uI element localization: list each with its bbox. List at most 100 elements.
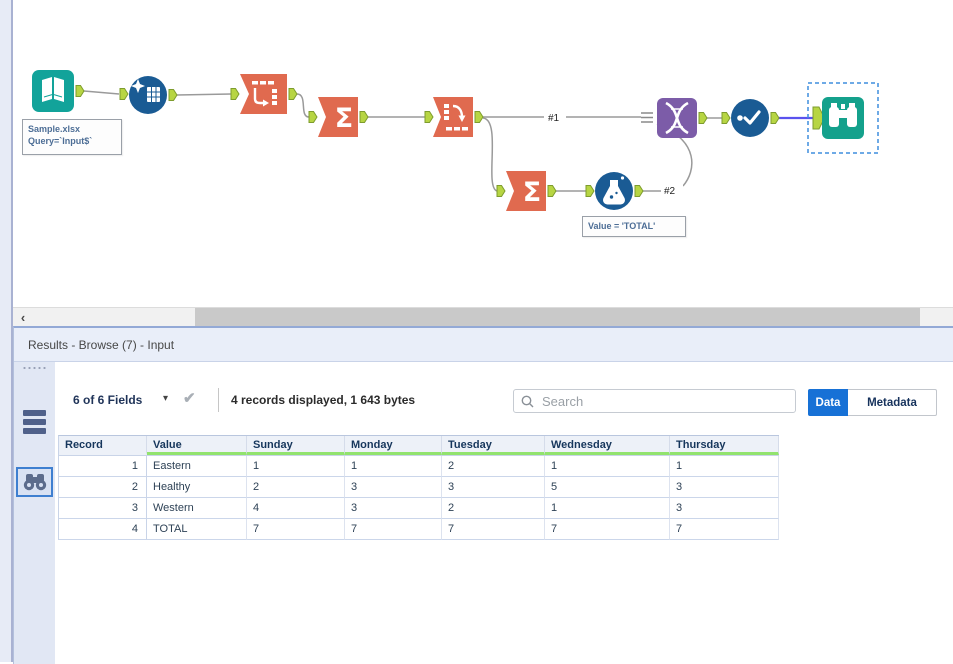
column-header-tuesday[interactable]: Tuesday: [442, 436, 545, 455]
sigma-icon: Σ: [523, 177, 541, 208]
sparkle-table-icon: [131, 79, 160, 102]
formula-tool[interactable]: [595, 172, 633, 210]
results-pane-header[interactable]: Results - Browse (7) - Input: [14, 328, 953, 362]
records-summary: 4 records displayed, 1 643 bytes: [231, 393, 416, 407]
union-icon: [665, 101, 689, 135]
connection-transpose-summarize: [296, 93, 310, 118]
drag-grip-icon[interactable]: [22, 366, 48, 370]
data-tab-button[interactable]: Data: [808, 389, 848, 416]
flask-icon: [603, 172, 627, 205]
workflow-svg: #1 #2: [32, 70, 879, 211]
sigma-icon: Σ: [335, 103, 353, 134]
data-cell[interactable]: 7: [545, 519, 670, 540]
data-cell[interactable]: Western: [147, 498, 247, 519]
data-cell[interactable]: 3: [345, 477, 442, 498]
column-header-sunday[interactable]: Sunday: [247, 436, 345, 455]
union-tool[interactable]: [657, 98, 697, 138]
binoculars-small-icon: [23, 474, 46, 491]
browse-input-anchor: [812, 106, 826, 130]
union-input-marker: [641, 112, 653, 123]
chevron-down-icon[interactable]: ▾: [163, 393, 169, 404]
label2-bg: [661, 183, 683, 196]
metadata-tab-button[interactable]: Metadata: [848, 389, 937, 416]
summarize-tool-2[interactable]: Σ: [506, 171, 546, 211]
data-cell[interactable]: 1: [545, 456, 670, 477]
data-cell[interactable]: 7: [247, 519, 345, 540]
results-title: Results - Browse (7) - Input: [28, 337, 175, 352]
data-cell[interactable]: 7: [670, 519, 779, 540]
workflow-canvas[interactable]: #1 #2: [0, 0, 953, 307]
data-cell[interactable]: 1: [670, 456, 779, 477]
transpose-tool[interactable]: [240, 74, 287, 114]
data-cell[interactable]: 2: [442, 498, 545, 519]
annotation-line: Query=`Input$`: [28, 136, 93, 146]
annotation-line: Value = 'TOTAL': [588, 221, 656, 231]
record-number-cell[interactable]: 2: [59, 477, 147, 498]
fields-summary-dropdown[interactable]: 6 of 6 Fields: [73, 393, 143, 407]
summarize-tool[interactable]: Σ: [318, 97, 358, 137]
data-cell[interactable]: 2: [247, 477, 345, 498]
data-cell[interactable]: 1: [545, 498, 670, 519]
data-cell[interactable]: 3: [670, 498, 779, 519]
results-toolbar: 6 of 6 Fields ▾ ✔ 4 records displayed, 1…: [55, 362, 953, 434]
select-tool[interactable]: [731, 99, 769, 137]
data-cell[interactable]: 1: [345, 456, 442, 477]
cross-tab-tool[interactable]: [433, 97, 473, 137]
data-cell[interactable]: 1: [247, 456, 345, 477]
input-annotation[interactable]: Sample.xlsx Query=`Input$`: [22, 119, 122, 155]
data-cell[interactable]: Healthy: [147, 477, 247, 498]
data-cell[interactable]: 2: [442, 456, 545, 477]
connection-cleanse-transpose: [176, 93, 232, 96]
table-view-icon[interactable]: [23, 410, 46, 437]
input-data-tool[interactable]: [32, 70, 74, 112]
book-icon: [42, 77, 64, 102]
connection-label-1: #1: [548, 113, 560, 124]
data-cell[interactable]: 7: [442, 519, 545, 540]
connection-anchors: [75, 85, 826, 197]
binoculars-icon: [829, 103, 857, 127]
data-cell[interactable]: Eastern: [147, 456, 247, 477]
annotation-line: Sample.xlsx: [28, 124, 81, 134]
data-cell[interactable]: 7: [345, 519, 442, 540]
data-cell[interactable]: 3: [442, 477, 545, 498]
column-header-thursday[interactable]: Thursday: [670, 436, 779, 455]
data-cleansing-tool[interactable]: [129, 76, 167, 114]
data-cell[interactable]: 3: [345, 498, 442, 519]
connection-label-2: #2: [664, 186, 676, 197]
search-icon: [521, 395, 534, 407]
data-cell[interactable]: 5: [545, 477, 670, 498]
data-cell[interactable]: 3: [670, 477, 779, 498]
record-number-cell[interactable]: 4: [59, 519, 147, 540]
app-left-strip: [0, 0, 13, 662]
formula-annotation[interactable]: Value = 'TOTAL': [582, 216, 686, 237]
scroll-left-arrow[interactable]: ‹: [20, 309, 26, 325]
toolbar-divider: [218, 388, 219, 412]
record-number-cell[interactable]: 1: [59, 456, 147, 477]
apply-checkmark-icon[interactable]: ✔: [183, 390, 196, 407]
data-cell[interactable]: 4: [247, 498, 345, 519]
browse-view-button[interactable]: [16, 467, 53, 497]
browse-tool[interactable]: [807, 82, 879, 154]
scrollbar-thumb[interactable]: [195, 308, 920, 326]
search-box[interactable]: [513, 389, 796, 413]
column-header-monday[interactable]: Monday: [345, 436, 442, 455]
canvas-horizontal-scrollbar[interactable]: ‹: [13, 307, 953, 326]
selection-outline: [807, 82, 879, 154]
results-pane: Results - Browse (7) - Input 6 of 6 Fiel…: [13, 326, 953, 664]
record-number-cell[interactable]: 3: [59, 498, 147, 519]
transpose-icon: [252, 81, 277, 107]
data-cell[interactable]: TOTAL: [147, 519, 247, 540]
check-icon: [737, 110, 761, 125]
search-input[interactable]: [540, 392, 774, 410]
label1-bg: [544, 110, 566, 123]
cross-tab-icon: [444, 104, 468, 131]
column-header-record[interactable]: Record: [59, 436, 147, 455]
column-header-value[interactable]: Value: [147, 436, 247, 455]
column-header-wednesday[interactable]: Wednesday: [545, 436, 670, 455]
connection-input-cleanse: [83, 90, 120, 95]
